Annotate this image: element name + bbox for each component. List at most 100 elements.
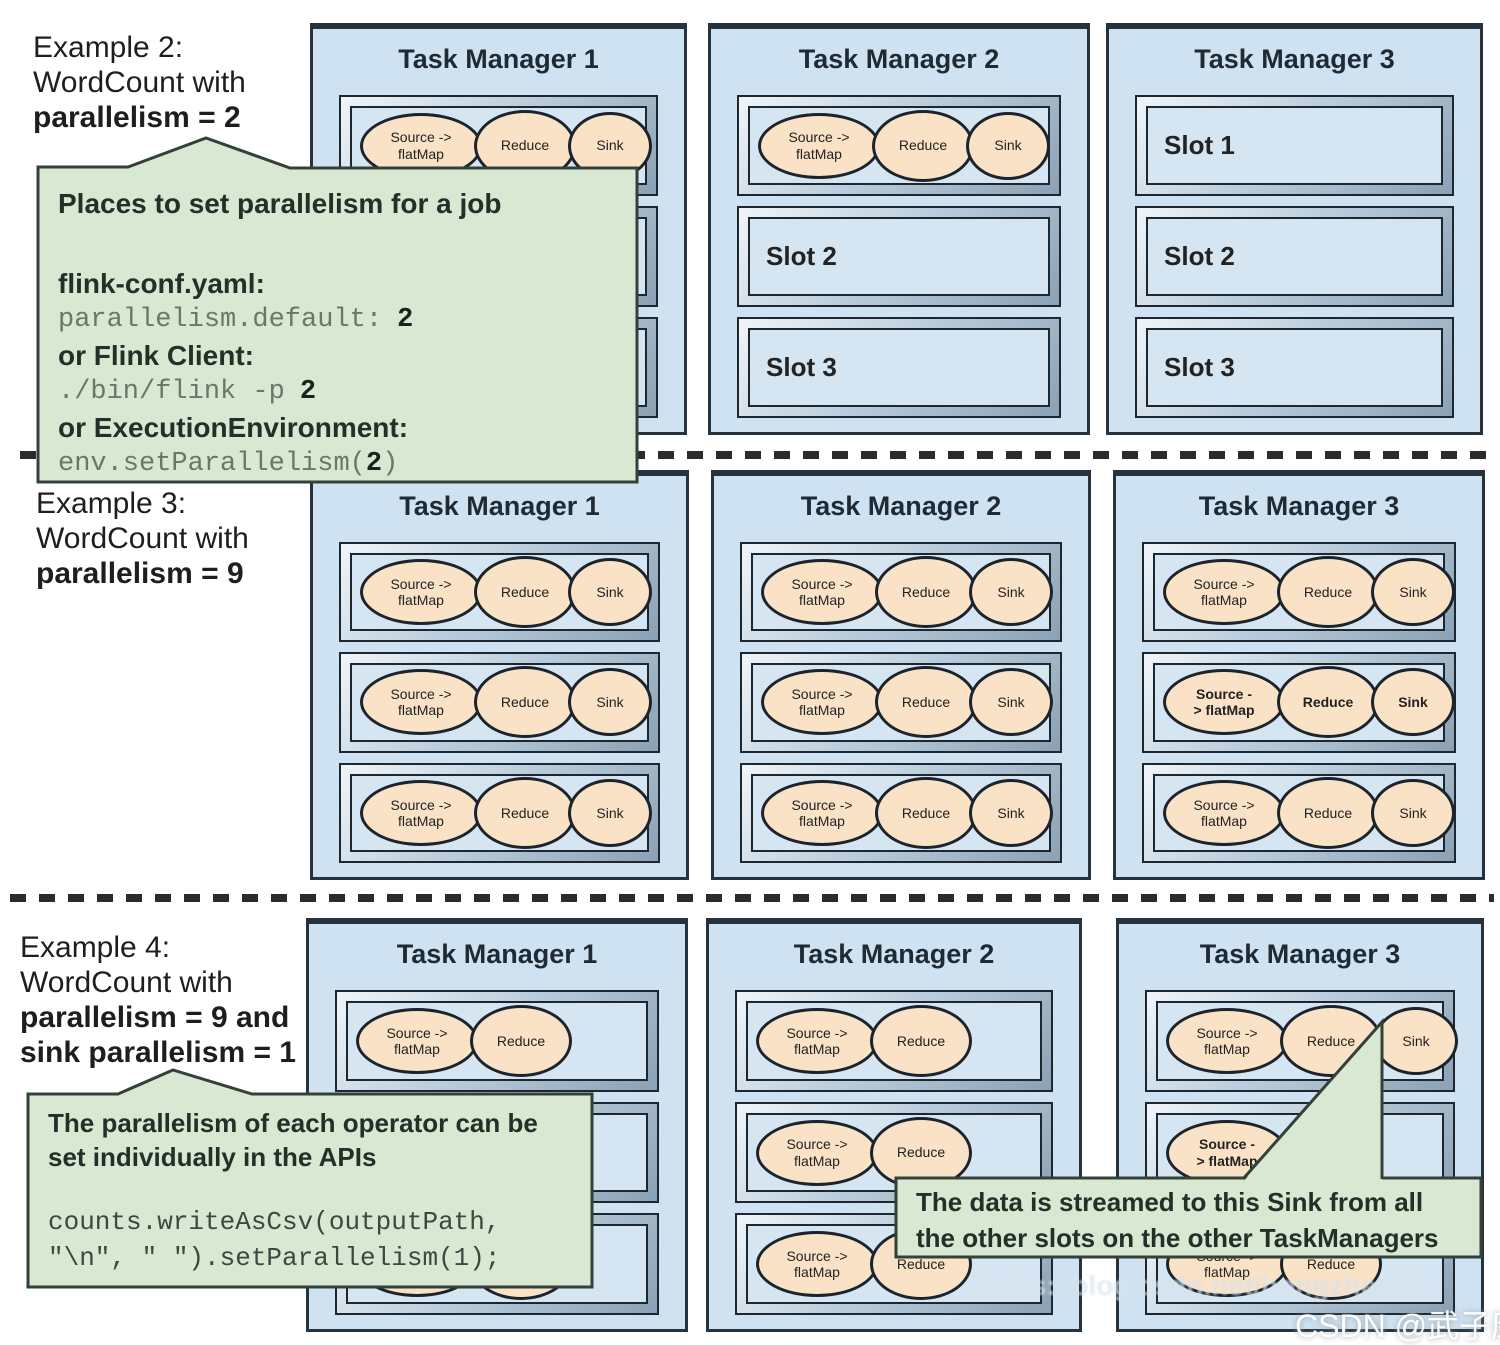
operator-source-flatmap: Source -> flatMap — [761, 559, 883, 626]
callout-job-parallelism: Places to set parallelism for a job flin… — [58, 188, 620, 482]
example4-line3: parallelism = 9 and — [20, 1001, 290, 1034]
slot-label: Slot 2 — [1164, 241, 1235, 271]
operator-source-flatmap: Source -> flatMap — [756, 1231, 878, 1298]
callout-head-flink-conf: flink-conf.yaml: — [58, 268, 265, 299]
operator-source-flatmap: Source -> flatMap — [761, 779, 883, 846]
operator-source-flatmap: Source -> flatMap — [1163, 779, 1285, 846]
example2-line1: Example 2: — [33, 31, 184, 64]
row-divider-1 — [20, 451, 1492, 459]
slot: Source - > flatMap Reduce Sink — [1142, 652, 1456, 753]
slot-label: Slot 3 — [1164, 352, 1235, 382]
slot: Source -> flatMap Reduce Sink — [740, 542, 1062, 643]
slot: Source -> flatMap Reduce — [735, 1213, 1053, 1316]
slot: Source -> flatMap Reduce Sink — [740, 652, 1062, 753]
slot: Source -> flatMap Reduce Sink — [339, 762, 660, 863]
operator-source-flatmap: Source -> flatMap — [756, 1119, 878, 1186]
row2-task-manager-2: Task Manager 2 Source -> flatMap Reduce … — [711, 470, 1091, 880]
operator-sink: Sink — [966, 111, 1050, 180]
slot-label: Slot 2 — [766, 241, 837, 271]
example3-line1: Example 3: — [36, 487, 187, 520]
operator-source-flatmap: Source -> flatMap — [360, 559, 482, 626]
example4-line2: WordCount with — [20, 966, 233, 999]
operator-reduce: Reduce — [875, 666, 977, 739]
slot-label: Slot 1 — [1164, 130, 1235, 160]
operator-reduce: Reduce — [870, 1004, 972, 1077]
watermark-url: https://blog.csdn.net/hongzhen91 — [978, 1270, 1425, 1301]
operator-source-flatmap: Source -> flatMap — [758, 112, 880, 179]
operator-source-flatmap-bold: Source - > flatMap — [1163, 669, 1285, 736]
operator-reduce: Reduce — [1277, 556, 1379, 629]
task-manager-title: Task Manager 2 — [800, 491, 1002, 521]
operator-sink: Sink — [1371, 558, 1455, 627]
example2-label: Example 2: WordCount with parallelism = … — [33, 30, 246, 135]
example3-line3: parallelism = 9 — [36, 557, 244, 590]
operator-reduce: Reduce — [474, 556, 576, 629]
operator-source-flatmap: Source -> flatMap — [756, 1007, 878, 1074]
slot: Slot 2 — [737, 206, 1061, 307]
operator-sink: Sink — [568, 778, 652, 847]
operator-reduce: Reduce — [474, 666, 576, 739]
row2-task-manager-3: Task Manager 3 Source -> flatMap Reduce … — [1113, 470, 1485, 880]
task-manager-title: Task Manager 3 — [1199, 939, 1401, 969]
slot: Source -> flatMap Reduce — [335, 990, 659, 1092]
slot: Source -> flatMap Reduce Sink — [339, 542, 660, 643]
operator-source-flatmap: Source -> flatMap — [1166, 1007, 1288, 1074]
example3-label: Example 3: WordCount with parallelism = … — [36, 486, 249, 591]
operator-reduce: Reduce — [1280, 1116, 1382, 1189]
operator-source-flatmap: Source -> flatMap — [360, 669, 482, 736]
operator-reduce-bold: Reduce — [1277, 666, 1379, 739]
task-manager-title: Task Manager 3 — [1194, 44, 1395, 74]
example4-label: Example 4: WordCount with parallelism = … — [20, 930, 296, 1070]
slot: Source -> flatMap Reduce Sink — [339, 652, 660, 753]
operator-sink: Sink — [1371, 778, 1455, 847]
operator-sink: Sink — [1374, 1006, 1458, 1075]
row1-task-manager-3: Task Manager 3 Slot 1 Slot 2 Slot 3 — [1106, 23, 1483, 435]
example2-line3: parallelism = 2 — [33, 101, 241, 134]
slot: Source -> flatMap Reduce — [735, 990, 1053, 1092]
operator-source-flatmap-bold: Source - > flatMap — [1166, 1119, 1288, 1186]
slot: Source -> flatMap Reduce Sink — [1142, 762, 1456, 863]
example4-line4: sink parallelism = 1 — [20, 1036, 296, 1069]
operator-source-flatmap: Source -> flatMap — [360, 779, 482, 846]
watermark-credit: CSDN @武子康 — [1295, 1308, 1500, 1344]
callout-head-execution-environment: or ExecutionEnvironment: — [58, 412, 409, 443]
operator-source-flatmap: Source -> flatMap — [356, 1007, 478, 1074]
slot: Slot 2 — [1135, 206, 1454, 307]
example3-line2: WordCount with — [36, 522, 249, 555]
callout-code-default: parallelism.default:2 — [58, 305, 414, 335]
operator-reduce: Reduce — [470, 1004, 572, 1077]
operator-sink-bold: Sink — [1371, 668, 1455, 737]
operator-source-flatmap: Source -> flatMap — [1163, 559, 1285, 626]
operator-sink: Sink — [969, 558, 1053, 627]
slot: Source -> flatMap Reduce Sink — [339, 95, 658, 196]
task-manager-title: Task Manager 2 — [793, 939, 995, 969]
callout-code-line2: "\n", " ").setParallelism(1); — [48, 1243, 501, 1273]
row3-task-manager-3: Task Manager 3 Source -> flatMap Reduce … — [1116, 918, 1484, 1332]
task-manager-title: Task Manager 1 — [396, 939, 598, 969]
operator-source-flatmap: Source -> flatMap — [761, 669, 883, 736]
row-divider-2 — [10, 894, 1494, 902]
slot: Source -> flatMap Reduce Sink — [737, 95, 1061, 196]
operator-sink: Sink — [568, 668, 652, 737]
row2-task-manager-1: Task Manager 1 Source -> flatMap Reduce … — [310, 470, 689, 880]
operator-reduce: Reduce — [875, 556, 977, 629]
slot: Source -> flatMap Reduce Sink — [1145, 990, 1458, 1092]
callout-code-line1: counts.writeAsCsv(outputPath, — [48, 1207, 501, 1237]
slot-label: Slot 3 — [766, 352, 837, 382]
task-manager-title: Task Manager 3 — [1198, 491, 1400, 521]
slot: Slot 1 — [1135, 95, 1454, 196]
slot: Source -> flatMap Reduce Sink — [1142, 542, 1456, 643]
row1-task-manager-2: Task Manager 2 Source -> flatMap Reduce … — [708, 23, 1090, 435]
task-manager-title: Task Manager 2 — [798, 44, 1000, 74]
operator-sink: Sink — [969, 778, 1053, 847]
callout-lead: The parallelism of each operator can be … — [48, 1108, 538, 1172]
example2-line2: WordCount with — [33, 66, 246, 99]
row3-task-manager-2: Task Manager 2 Source -> flatMap Reduce … — [706, 918, 1082, 1332]
callout-operator-parallelism: The parallelism of each operator can be … — [48, 1106, 578, 1276]
task-manager-title: Task Manager 1 — [399, 491, 600, 521]
callout-code-set-parallelism: env.setParallelism(2) — [58, 449, 399, 479]
operator-reduce: Reduce — [474, 109, 576, 182]
callout-title: Places to set parallelism for a job — [58, 188, 502, 219]
slot: Slot 3 — [1135, 317, 1454, 418]
